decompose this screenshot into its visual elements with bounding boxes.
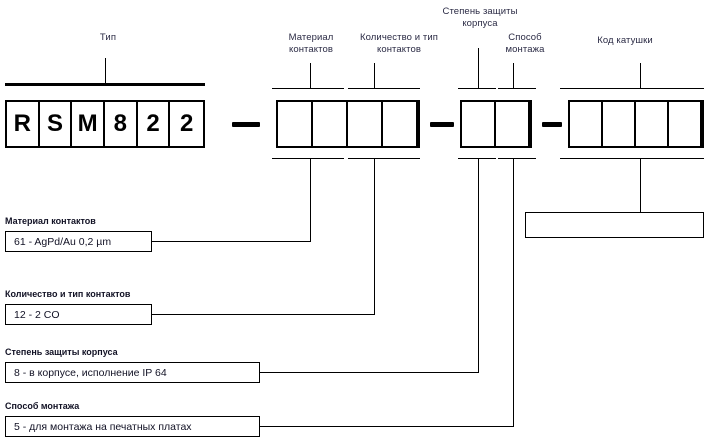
underbracket-coil bbox=[560, 158, 704, 159]
underbracket-mounting bbox=[498, 158, 536, 159]
bracket-mounting-stem bbox=[513, 63, 514, 88]
separator-dash-2 bbox=[430, 122, 454, 127]
bracket-contact-count-stem bbox=[374, 63, 375, 88]
segment-cell bbox=[278, 102, 313, 146]
leader-contact-count-vertical bbox=[374, 158, 375, 314]
segment-contacts-box bbox=[276, 100, 420, 148]
type-code-block: R S M 8 2 2 bbox=[5, 100, 205, 148]
legend-value-contact-material: 61 - AgPd/Au 0,2 µm bbox=[14, 235, 112, 248]
leader-mounting-horizontal bbox=[260, 426, 514, 427]
legend-title-enclosure-protection: Степень защиты корпуса bbox=[5, 347, 118, 357]
bracket-mounting-horizontal bbox=[498, 88, 536, 89]
legend-value-mounting-method: 5 - для монтажа на печатных платах bbox=[14, 420, 192, 433]
legend-title-mounting-method: Способ монтажа bbox=[5, 401, 80, 411]
bracket-type-horizontal bbox=[5, 83, 205, 86]
segment-coil-box bbox=[568, 100, 704, 148]
type-code-cell: 2 bbox=[179, 110, 194, 137]
header-type-text: Тип bbox=[99, 32, 117, 43]
segment-cell bbox=[383, 102, 418, 146]
bracket-coil-stem bbox=[640, 63, 641, 88]
legend-value-enclosure-protection: 8 - в корпусе, исполнение IP 64 bbox=[14, 366, 167, 379]
legend-value-contact-count-type: 12 - 2 CO bbox=[14, 308, 60, 321]
leader-contact-material-horizontal bbox=[152, 241, 311, 242]
type-code-cell: R bbox=[7, 102, 40, 146]
segment-cell bbox=[313, 102, 348, 146]
type-code-cell: 8 bbox=[105, 102, 138, 146]
segment-cell bbox=[348, 102, 383, 146]
bracket-contact-material-horizontal bbox=[272, 88, 344, 89]
bracket-coil-horizontal bbox=[560, 88, 704, 89]
legend-box-mounting-method: 5 - для монтажа на печатных платах bbox=[5, 416, 260, 437]
leader-contact-material-vertical bbox=[310, 158, 311, 241]
separator-dash-1 bbox=[232, 122, 260, 127]
bracket-contact-count-horizontal bbox=[348, 88, 420, 89]
segment-cell bbox=[570, 102, 603, 146]
legend-box-enclosure-protection: 8 - в корпусе, исполнение IP 64 bbox=[5, 362, 260, 383]
legend-title-contact-count-type: Количество и тип контактов bbox=[5, 289, 131, 299]
leader-mounting-vertical bbox=[513, 158, 514, 426]
underbracket-contacts-right bbox=[348, 158, 420, 159]
segment-cell bbox=[603, 102, 636, 146]
leader-contact-count-horizontal bbox=[152, 314, 375, 315]
underbracket-contacts-left bbox=[272, 158, 344, 159]
bracket-type-stem bbox=[105, 58, 106, 83]
type-code-cell: M bbox=[72, 102, 106, 146]
segment-cell bbox=[636, 102, 669, 146]
segment-cell bbox=[496, 102, 530, 146]
legend-box-coil-code bbox=[525, 212, 704, 238]
leader-protection-horizontal bbox=[260, 372, 479, 373]
bracket-protection-stem bbox=[478, 48, 479, 88]
underbracket-protection bbox=[458, 158, 496, 159]
leader-coil-vertical bbox=[640, 158, 641, 212]
legend-title-contact-material: Материал контактов bbox=[5, 216, 96, 226]
legend-box-contact-material: 61 - AgPd/Au 0,2 µm bbox=[5, 231, 152, 252]
segment-cell bbox=[462, 102, 496, 146]
header-label-coil-code: Код катушки bbox=[597, 35, 653, 46]
type-code-cell: S bbox=[40, 102, 73, 146]
header-label-type: Тип bbox=[58, 32, 158, 44]
separator-dash-3 bbox=[542, 122, 562, 127]
bracket-protection-horizontal bbox=[458, 88, 496, 89]
leader-protection-vertical bbox=[478, 158, 479, 372]
segment-cell bbox=[669, 102, 702, 146]
bracket-contact-material-stem bbox=[310, 63, 311, 88]
segment-protection-mounting-box bbox=[460, 100, 532, 148]
legend-box-contact-count-type: 12 - 2 CO bbox=[5, 304, 152, 325]
type-code-cell: 2 bbox=[138, 102, 171, 146]
